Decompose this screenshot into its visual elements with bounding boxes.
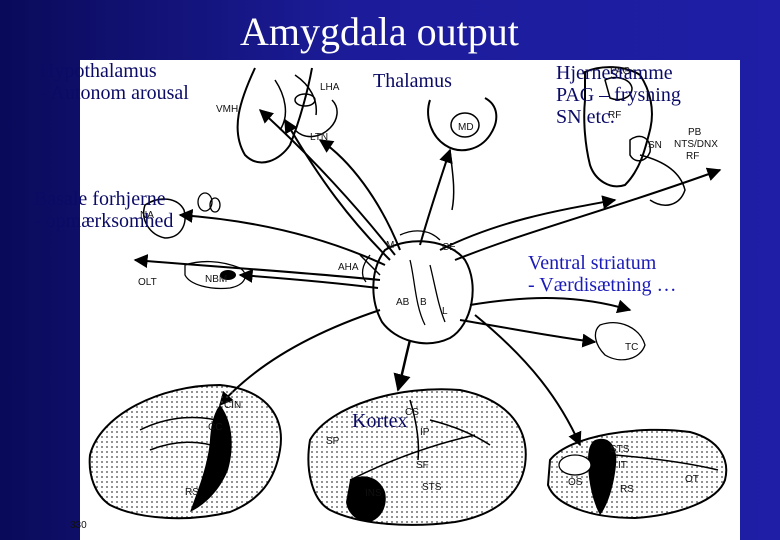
lateral-brain-highlight [346, 476, 386, 522]
projection-to-thalamus [419, 148, 453, 246]
label-sf: SF [416, 460, 429, 471]
label-ce: CE [442, 242, 456, 253]
label-cs: CS [405, 407, 419, 418]
label-cc: CC [208, 422, 222, 433]
olfactory-lobe-2 [209, 197, 221, 213]
central-sulcus [409, 399, 420, 461]
label-sts-1: STS [422, 482, 442, 493]
label-na: NA [140, 210, 154, 221]
label-ip: IP [420, 427, 430, 438]
projection-to-vmh [258, 109, 396, 256]
label-lha: LHA [320, 82, 340, 93]
label-l: L [442, 306, 448, 317]
brainstem-label: Hjernestamme PAG – frysning SN etc. [556, 62, 681, 128]
label-ot: OT [685, 474, 699, 485]
projection-to-medulla [454, 167, 722, 261]
label-md: MD [458, 122, 474, 133]
projection-to-ventral-striatum [469, 297, 632, 314]
projection-to-temporal [474, 314, 582, 447]
hypothalamus-function: - Autonom arousal [40, 82, 189, 104]
label-rf-2: RF [686, 151, 699, 162]
sn-area [629, 135, 651, 162]
ventral-brain-inner [558, 454, 592, 476]
amygdala-subdivisions [409, 259, 446, 326]
label-pb: PB [688, 127, 702, 138]
label-os: OS [568, 477, 583, 488]
label-it: IT [618, 460, 627, 471]
projection-to-aha [359, 254, 381, 276]
label-rf-1: RF [608, 110, 621, 121]
label-m: M [386, 240, 394, 251]
medulla-section [639, 154, 686, 206]
label-ltn: LTN [310, 132, 328, 143]
label-cin: CIN [224, 400, 241, 411]
basal-forebrain-function: - opmærksomhed [34, 210, 174, 232]
label-pag: PAG [610, 66, 631, 77]
brainstem-pag: PAG – frysning [556, 84, 681, 106]
thalamus-stalk [449, 149, 455, 211]
label-nts-dnx: NTS/DNX [674, 139, 718, 150]
projection-to-brainstem [439, 195, 617, 251]
label-olt: OLT [138, 277, 157, 288]
projection-to-basal-forebrain [178, 208, 386, 266]
projection-to-olt [133, 254, 381, 281]
slide-title: Amygdala output [240, 9, 519, 54]
amygdala-output-figure: LHA VMH LTN MD PAG RF SN PB NTS/DNX RF N… [80, 60, 740, 540]
cingulate-sulcus [139, 416, 226, 431]
md-nucleus [450, 112, 480, 138]
olfactory-lobe-1 [197, 192, 213, 212]
cortex-label: Kortex [352, 410, 408, 432]
basal-forebrain-section [143, 198, 186, 239]
basal-forebrain-label: Basale forhjerne - opmærksomhed [34, 188, 173, 232]
label-tc: TC [625, 342, 638, 353]
ventral-striatum-title: Ventral striatum [528, 252, 657, 274]
label-sp: SP [326, 436, 340, 447]
projection-to-cortex [393, 339, 412, 392]
ventral-brain-highlight [588, 438, 617, 515]
ventral-sulcus [614, 454, 719, 471]
label-rs-1: RS [185, 487, 199, 498]
basal-forebrain-title: Basale forhjerne [34, 188, 166, 210]
ltn-section [294, 99, 338, 138]
label-nbm: NBM [205, 274, 227, 285]
hypothalamus-section-detail [274, 74, 318, 131]
projection-to-ltn [318, 139, 401, 251]
amygdala-body [399, 230, 441, 241]
label-aha: AHA [338, 262, 359, 273]
label-ins: INS [365, 488, 382, 499]
label-b: B [420, 297, 427, 308]
label-vmh: VMH [216, 104, 238, 115]
ventral-striatum-function: - Værdisætning … [528, 274, 677, 296]
lateral-sulcus [349, 434, 476, 481]
projection-to-hypothalamus [284, 118, 391, 261]
label-rs-2: RS [620, 484, 634, 495]
nbm-nucleus [220, 270, 236, 280]
hypothalamus-title: Hypothalamus [40, 60, 157, 82]
callosal-curve [149, 441, 221, 451]
label-ab: AB [396, 297, 410, 308]
intraparietal-sulcus [429, 419, 491, 446]
amygdala-complex [372, 240, 474, 345]
pag-area [604, 76, 633, 101]
brainstem-sn: SN etc. [556, 106, 615, 128]
thalamus-section [427, 97, 498, 152]
label-sts-2: STS [610, 444, 630, 455]
lha-area [294, 93, 316, 107]
figure-number: 330 [70, 520, 87, 531]
medial-brain-highlight [190, 405, 232, 512]
hypothalamus-label: Hypothalamus - Autonom arousal [40, 60, 189, 104]
ventral-striatum-label: Ventral striatum - Værdisætning … [528, 252, 677, 296]
thalamus-label: Thalamus [373, 70, 452, 92]
figure-drawing: LHA VMH LTN MD PAG RF SN PB NTS/DNX RF N… [88, 66, 728, 526]
label-sn: SN [648, 140, 662, 151]
projection-to-tc [459, 319, 597, 348]
medial-brain [88, 383, 282, 520]
brainstem-title: Hjernestamme [556, 62, 673, 84]
projection-to-nbm [238, 268, 379, 289]
brainstem-section [583, 66, 653, 188]
